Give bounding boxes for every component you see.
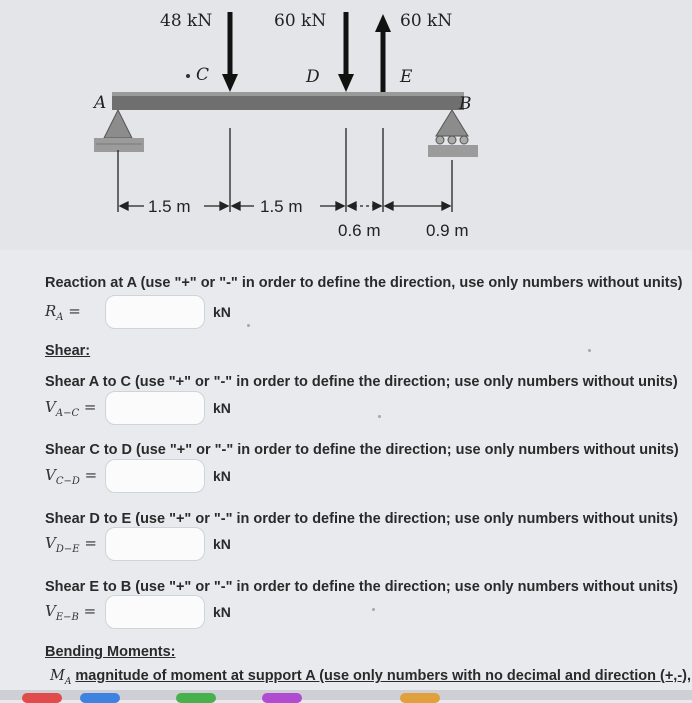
beam — [112, 92, 464, 110]
shear-eb-symbol: VE−B = — [45, 601, 97, 623]
shear-de-prompt: Shear D to E (use "+" or "-" in order to… — [45, 511, 678, 527]
moments-heading: Bending Moments: — [45, 644, 176, 660]
bottom-pill — [400, 693, 440, 703]
bottom-pill — [22, 693, 62, 703]
reaction-a-input[interactable] — [105, 295, 205, 329]
shear-cd-prompt: Shear C to D (use "+" or "-" in order to… — [45, 442, 679, 458]
beam-diagram: 48 kN 60 kN 60 kN A B C D E 1.5 m 1.5 m … — [0, 0, 692, 250]
decor-dot — [588, 349, 591, 352]
load-label-c: 48 kN — [160, 11, 212, 31]
shear-eb-unit: kN — [213, 604, 231, 620]
dimension-lines — [117, 128, 453, 212]
load-arrow-c — [222, 12, 238, 92]
point-label-c: C — [196, 65, 209, 85]
shear-ac-input[interactable] — [105, 391, 205, 425]
shear-de-unit: kN — [213, 536, 231, 552]
reaction-unit: kN — [213, 304, 231, 320]
shear-ac-row: VA−C = kN — [45, 391, 231, 425]
load-label-d: 60 kN — [274, 11, 326, 31]
shear-eb-row: VE−B = kN — [45, 595, 231, 629]
shear-de-row: VD−E = kN — [45, 527, 231, 561]
decor-dot — [247, 324, 250, 327]
point-label-e: E — [399, 67, 413, 87]
load-arrow-d — [338, 12, 354, 92]
dim-label-2: 1.5 m — [260, 197, 303, 216]
decor-dot — [378, 415, 381, 418]
shear-eb-input[interactable] — [105, 595, 205, 629]
dim-label-3: 0.6 m — [338, 221, 381, 240]
shear-cd-symbol: VC−D = — [45, 465, 98, 487]
dim-label-1: 1.5 m — [148, 197, 191, 216]
shear-heading: Shear: — [45, 343, 91, 359]
moment-a-prompt: MA magnitude of moment at support A (use… — [50, 668, 691, 687]
shear-de-input[interactable] — [105, 527, 205, 561]
load-label-e: 60 kN — [400, 11, 452, 31]
reaction-symbol: RA = — [45, 301, 81, 323]
reaction-row: RA = kN — [45, 295, 231, 329]
shear-cd-unit: kN — [213, 468, 231, 484]
moment-a-text: magnitude of moment at support A (use on… — [75, 668, 692, 684]
point-label-a: A — [92, 93, 106, 113]
shear-ac-unit: kN — [213, 400, 231, 416]
roller-support-b — [428, 109, 478, 157]
load-arrow-e — [375, 14, 391, 96]
shear-cd-input[interactable] — [105, 459, 205, 493]
shear-cd-row: VC−D = kN — [45, 459, 231, 493]
shear-ac-symbol: VA−C = — [45, 397, 97, 419]
dim-label-4: 0.9 m — [426, 221, 469, 240]
point-label-b: B — [458, 94, 472, 114]
bottom-pill — [80, 693, 120, 703]
shear-ac-prompt: Shear A to C (use "+" or "-" in order to… — [45, 374, 678, 390]
point-label-d: D — [305, 67, 320, 87]
shear-eb-prompt: Shear E to B (use "+" or "-" in order to… — [45, 579, 678, 595]
moment-symbol: MA — [50, 668, 72, 687]
bottom-strip — [0, 690, 692, 700]
reaction-prompt: Reaction at A (use "+" or "-" in order t… — [45, 275, 683, 291]
bottom-pill — [262, 693, 302, 703]
shear-de-symbol: VD−E = — [45, 533, 97, 555]
bottom-pill — [176, 693, 216, 703]
pin-support-a — [94, 108, 144, 152]
decor-dot — [372, 608, 375, 611]
